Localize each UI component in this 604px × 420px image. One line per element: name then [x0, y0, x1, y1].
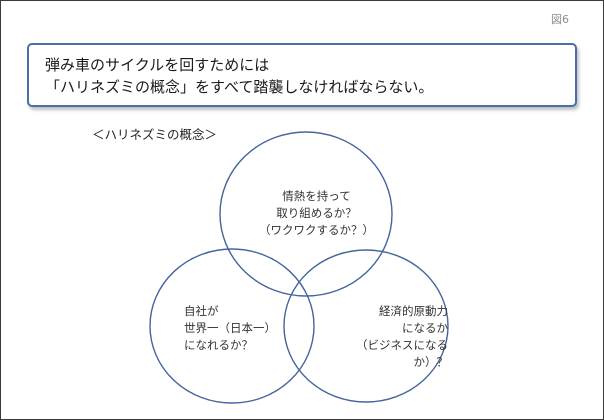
world-label: 自社が 世界一（日本一） になれるか？ — [184, 303, 276, 354]
message-line-2: 「ハリネズミの概念」をすべて踏襲しなければならない。 — [45, 78, 434, 96]
passion-line-1: 情熱を持って — [282, 189, 351, 203]
venn-circle-world — [149, 248, 315, 404]
economic-line-4: か）？ — [413, 355, 449, 369]
figure-number: 図6 — [551, 13, 569, 26]
message-box: 弾み車のサイクルを回すためには 「ハリネズミの概念」をすべて踏襲しなければならな… — [27, 43, 577, 107]
economic-line-1: 経済的原動力 — [379, 304, 448, 318]
world-line-2: 世界一（日本一） — [184, 321, 276, 335]
venn-circle-economic — [283, 249, 449, 403]
world-line-3: になれるか？ — [184, 338, 253, 352]
venn-circle-passion — [219, 131, 393, 297]
world-line-1: 自社が — [184, 304, 219, 318]
message-line-1: 弾み車のサイクルを回すためには — [45, 56, 270, 74]
economic-line-3: （ビジネスになる — [356, 338, 448, 352]
passion-label: 情熱を持って 取り組めるか？ （ワクワクするか？） — [259, 188, 374, 239]
economic-label: 経済的原動力 になるか （ビジネスになる か）？ — [356, 303, 448, 371]
economic-line-2: になるか — [402, 321, 448, 335]
concept-heading: ＜ハリネズミの概念＞ — [92, 127, 218, 142]
passion-line-2: 取り組めるか？ — [276, 206, 357, 220]
passion-line-3: （ワクワクするか？） — [259, 223, 374, 237]
